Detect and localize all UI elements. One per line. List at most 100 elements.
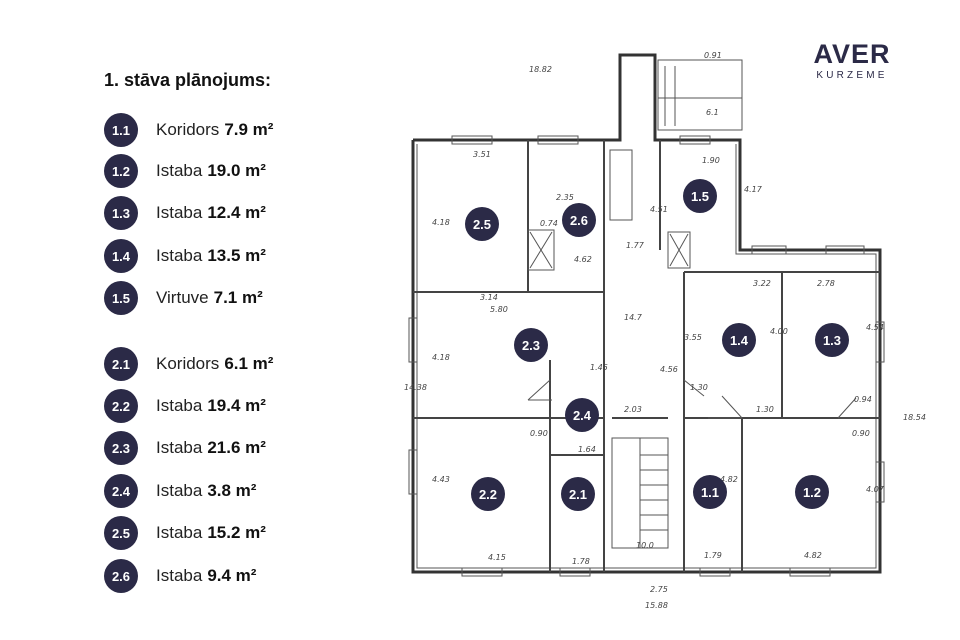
outer-walls (411, 53, 882, 574)
page-title: 1. stāva plānojums: (104, 70, 272, 90)
room-area: 7.1 m² (213, 288, 263, 307)
brand-logo: AVER KURZEME (806, 40, 898, 81)
room-area: 21.6 m² (207, 438, 266, 457)
room-marker-circle (565, 398, 599, 432)
dimension-label: 3.55 (684, 333, 702, 342)
room-number-badge: 2.3 (104, 431, 138, 465)
dimension-label: 4.56 (660, 365, 678, 374)
top-staircase (657, 59, 743, 131)
room-marker: 1.3 (815, 323, 849, 357)
room-number-badge: 1.1 (104, 113, 138, 147)
room-marker-circle (561, 477, 595, 511)
dimension-label: 4.00 (770, 327, 788, 336)
room-marker-circle (693, 475, 727, 509)
dimension-label: 4.15 (488, 553, 506, 562)
dimension-label: 0.90 (852, 429, 870, 438)
dimension-label: 4.82 (720, 475, 738, 484)
room-marker-label: 2.3 (522, 338, 540, 353)
room-marker-circle (795, 475, 829, 509)
legend-item: 2.6 Istaba 9.4 m² (104, 558, 324, 594)
room-name: Istaba (156, 246, 203, 265)
legend-item: 2.5 Istaba 15.2 m² (104, 515, 324, 551)
dimension-label: 18.54 (903, 413, 926, 422)
room-number-badge: 1.3 (104, 196, 138, 230)
room-marker-label: 2.6 (570, 213, 588, 228)
chimney-symbols (527, 149, 691, 271)
dimension-label: 4.18 (432, 353, 450, 362)
dimension-label: 3.22 (753, 279, 771, 288)
dimension-label: 14.7 (624, 313, 643, 322)
dimension-label: 1.90 (702, 156, 720, 165)
dimension-label: 0.90 (530, 429, 548, 438)
legend-item: 2.2 Istaba 19.4 m² (104, 388, 324, 424)
dimension-label: 10.0 (636, 541, 654, 550)
dimension-label: 18.82 (529, 65, 552, 74)
room-marker: 2.6 (562, 203, 596, 237)
room-area: 12.4 m² (207, 203, 266, 222)
windows (408, 135, 885, 577)
dimension-labels: 18.82 3.51 2.35 1.90 0.91 6.1 4.18 0.74 … (404, 51, 926, 610)
dimension-label: 1.77 (626, 241, 645, 250)
room-number-badge: 2.4 (104, 474, 138, 508)
room-name: Koridors (156, 354, 220, 373)
room-markers: 2.5 2.6 1.5 2.3 1.4 1.3 2.4 2.2 (465, 179, 849, 511)
dimension-label: 3.51 (473, 150, 491, 159)
brand-name: AVER (813, 39, 891, 69)
room-number-badge: 2.1 (104, 347, 138, 381)
dimension-label: 4.43 (432, 475, 450, 484)
room-number-badge: 2.5 (104, 516, 138, 550)
room-number-badge: 1.4 (104, 239, 138, 273)
room-marker-circle (815, 323, 849, 357)
room-marker: 1.5 (683, 179, 717, 213)
room-name: Istaba (156, 203, 203, 222)
room-marker-label: 2.2 (479, 487, 497, 502)
dimension-label: 2.75 (650, 585, 668, 594)
room-marker-label: 1.5 (691, 189, 709, 204)
room-name: Istaba (156, 161, 203, 180)
dimension-label: 0.91 (704, 51, 722, 60)
legend-item: 2.4 Istaba 3.8 m² (104, 473, 324, 509)
room-marker-label: 1.1 (701, 485, 719, 500)
legend-item: 1.4 Istaba 13.5 m² (104, 238, 324, 274)
room-marker: 2.1 (561, 477, 595, 511)
room-marker-label: 2.4 (573, 408, 592, 423)
room-area: 9.4 m² (207, 566, 257, 585)
room-name: Istaba (156, 523, 203, 542)
main-staircase (611, 437, 669, 549)
dimension-label: 0.74 (540, 219, 558, 228)
room-number-badge: 2.6 (104, 559, 138, 593)
room-marker: 2.5 (465, 207, 499, 241)
room-marker-label: 1.4 (730, 333, 749, 348)
room-marker-label: 1.2 (803, 485, 821, 500)
legend-item: 1.5 Virtuve 7.1 m² (104, 280, 324, 316)
room-marker-circle (562, 203, 596, 237)
dimension-label: 1.45 (590, 363, 608, 372)
legend-item: 1.2 Istaba 19.0 m² (104, 153, 324, 189)
dimension-label: 1.30 (756, 405, 774, 414)
room-marker-label: 2.1 (569, 487, 587, 502)
brand-subtitle: KURZEME (816, 70, 888, 81)
dimension-label: 5.80 (490, 305, 508, 314)
dimension-label: 4.54 (866, 323, 884, 332)
dimension-label: 4.18 (432, 218, 450, 227)
room-marker-circle (471, 477, 505, 511)
room-area: 13.5 m² (207, 246, 266, 265)
dimension-label: 6.1 (706, 108, 719, 117)
room-marker-circle (465, 207, 499, 241)
room-area: 19.0 m² (207, 161, 266, 180)
dimension-label: 1.64 (578, 445, 596, 454)
room-name: Koridors (156, 120, 220, 139)
room-marker: 2.2 (471, 477, 505, 511)
dimension-label: 3.14 (480, 293, 498, 302)
room-marker: 2.3 (514, 328, 548, 362)
dimension-label: 2.35 (556, 193, 574, 202)
room-area: 3.8 m² (207, 481, 257, 500)
legend-item: 1.3 Istaba 12.4 m² (104, 195, 324, 231)
dimension-label: 0.94 (854, 395, 872, 404)
room-name: Virtuve (156, 288, 209, 307)
legend-item: 2.3 Istaba 21.6 m² (104, 430, 324, 466)
room-name: Istaba (156, 438, 203, 457)
room-marker: 1.4 (722, 323, 756, 357)
room-marker-label: 2.5 (473, 217, 491, 232)
room-marker-circle (514, 328, 548, 362)
